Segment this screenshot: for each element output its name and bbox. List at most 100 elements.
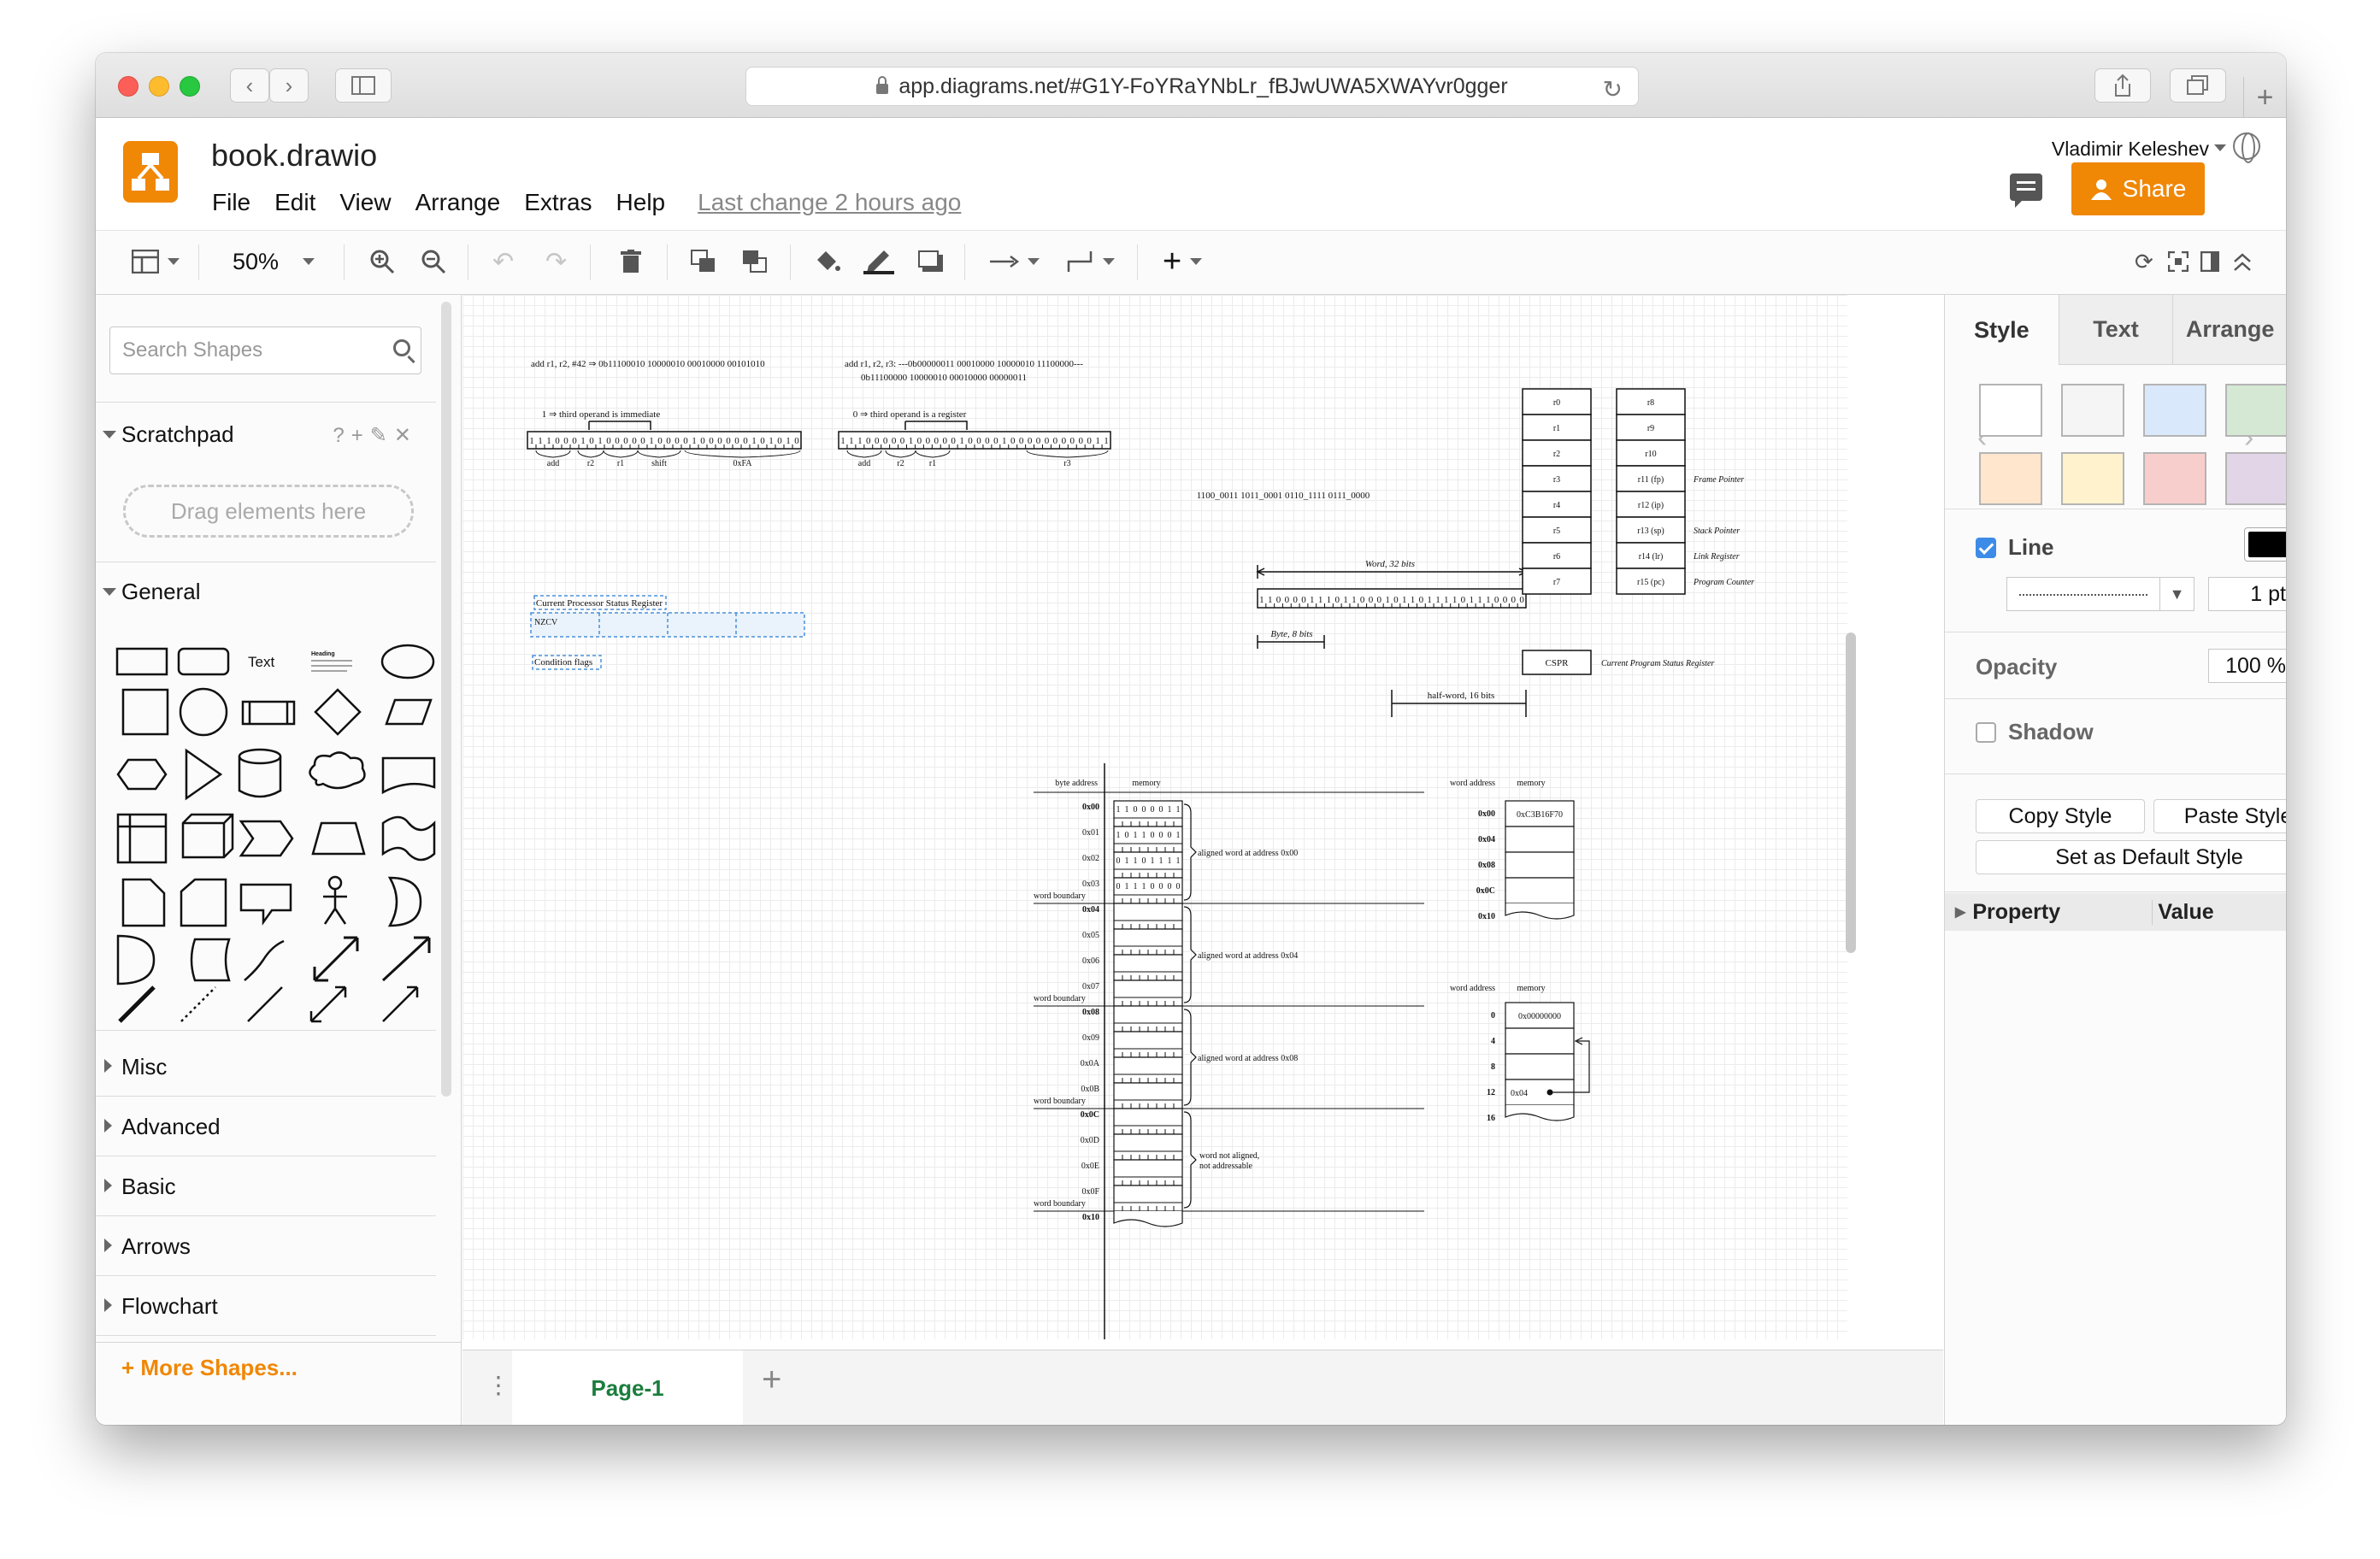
share-button[interactable]: Share: [2071, 162, 2205, 215]
file-name[interactable]: book.drawio: [211, 138, 378, 173]
section-basic[interactable]: Basic: [96, 1174, 438, 1200]
zoom-in-button[interactable]: [369, 244, 395, 279]
set-default-style-button[interactable]: Set as Default Style: [1976, 840, 2286, 874]
register-cell[interactable]: [1522, 516, 1592, 544]
menu-extras[interactable]: Extras: [524, 189, 592, 215]
aligned-word-label[interactable]: aligned word at address 0x04: [1198, 951, 1298, 961]
cspr-label[interactable]: CSPR: [1546, 658, 1570, 668]
not-aligned-label[interactable]: not addressable: [1199, 1162, 1252, 1171]
tab-style[interactable]: Style: [1945, 295, 2059, 365]
instr2-text[interactable]: add r1, r2, r3: ---0b00000011 00010000 1…: [845, 359, 1083, 369]
scratchpad-dropzone[interactable]: Drag elements here: [123, 485, 414, 538]
connection-style-button[interactable]: [990, 244, 1040, 279]
paste-style-button[interactable]: Paste Style: [2153, 799, 2286, 833]
add-page-button[interactable]: +: [762, 1361, 781, 1399]
tab-arrange[interactable]: Arrange: [2172, 295, 2286, 365]
word-cell[interactable]: [1505, 851, 1575, 879]
line-color-picker[interactable]: [2244, 527, 2286, 562]
wm1-addr-header[interactable]: word address: [1450, 779, 1495, 788]
word-cell[interactable]: [1505, 1002, 1575, 1029]
wm2-addr-header[interactable]: word address: [1450, 984, 1495, 993]
opacity-input[interactable]: 100 %▲▼: [2208, 649, 2286, 683]
register-note[interactable]: Link Register: [1693, 552, 1740, 562]
swatches-next-icon[interactable]: ›: [2244, 421, 2254, 454]
mem-memory-header[interactable]: memory: [1132, 779, 1160, 788]
cspr-box[interactable]: [1522, 650, 1592, 675]
not-aligned-label[interactable]: word not aligned,: [1199, 1151, 1259, 1161]
aligned-word-label[interactable]: aligned word at address 0x00: [1198, 849, 1298, 858]
tab-page-1[interactable]: Page-1: [512, 1350, 743, 1425]
line-pattern-select[interactable]: ▼: [2006, 577, 2194, 611]
style-swatch[interactable]: [2225, 452, 2286, 505]
format-panel-toggle[interactable]: [132, 244, 180, 279]
chevron-down-icon[interactable]: [2214, 144, 2226, 151]
menu-edit[interactable]: Edit: [274, 189, 316, 215]
word-cell[interactable]: [1505, 1027, 1575, 1055]
to-back-button[interactable]: [742, 244, 768, 279]
instr2-sub[interactable]: 0b11100000 10000010 00010000 00000011: [861, 373, 1027, 383]
menu-file[interactable]: File: [212, 189, 251, 215]
register-cell[interactable]: [1616, 516, 1686, 544]
line-color-button[interactable]: [863, 244, 894, 279]
register-cell[interactable]: [1616, 491, 1686, 518]
more-shapes-button[interactable]: + More Shapes...: [121, 1355, 298, 1380]
wm1-mem-header[interactable]: memory: [1517, 779, 1545, 788]
pointer-arrow[interactable]: [1550, 1040, 1590, 1093]
menu-view[interactable]: View: [339, 189, 392, 215]
menu-help[interactable]: Help: [616, 189, 666, 215]
cpsr-flags[interactable]: NZCV: [534, 618, 558, 627]
collapse-header-button[interactable]: [2233, 244, 2252, 279]
expand-caret-icon[interactable]: ▶: [1955, 905, 1966, 920]
section-arrows[interactable]: Arrows: [96, 1233, 438, 1260]
register-cell[interactable]: [1522, 388, 1592, 415]
word-hex-text[interactable]: 1100_0011 1011_0001 0110_1111 0111_0000: [1197, 491, 1370, 501]
register-cell[interactable]: [1522, 465, 1592, 492]
scratchpad-tools[interactable]: ?+✎✕: [333, 424, 418, 447]
mem-byte-address-header[interactable]: byte address: [1055, 779, 1098, 788]
register-cell[interactable]: [1522, 568, 1592, 595]
line-width-input[interactable]: 1 pt▲▼: [2208, 577, 2286, 611]
style-swatch[interactable]: [1979, 452, 2042, 505]
style-swatch[interactable]: [2143, 452, 2206, 505]
sidebar-toggle-button[interactable]: [335, 68, 392, 103]
insert-button[interactable]: +: [1163, 244, 1203, 279]
style-swatch[interactable]: [2225, 384, 2286, 437]
line-checkbox[interactable]: [1976, 538, 1996, 558]
register-note[interactable]: Frame Pointer: [1693, 475, 1744, 485]
aligned-word-label[interactable]: aligned word at address 0x08: [1198, 1054, 1298, 1063]
shape-text[interactable]: Text: [248, 654, 274, 670]
style-swatch[interactable]: [2143, 384, 2206, 437]
zoom-window-button[interactable]: [180, 76, 200, 97]
canvas-vertical-scrollbar[interactable]: [1846, 632, 1856, 953]
word-cell[interactable]: [1505, 800, 1575, 827]
forward-button[interactable]: ›: [269, 68, 309, 103]
word-label[interactable]: Word, 32 bits: [1365, 559, 1415, 569]
section-scratchpad[interactable]: Scratchpad: [96, 421, 438, 448]
section-flowchart[interactable]: Flowchart: [96, 1293, 438, 1320]
search-icon[interactable]: [393, 339, 410, 356]
register-cell[interactable]: [1522, 439, 1592, 467]
register-cell[interactable]: [1616, 542, 1686, 569]
sidebar-scrollbar[interactable]: [441, 302, 451, 1097]
last-change-link[interactable]: Last change 2 hours ago: [698, 189, 962, 215]
undo-button[interactable]: ↶: [492, 244, 514, 279]
chevron-left-icon[interactable]: ‹: [1977, 421, 1988, 454]
style-swatch[interactable]: [1979, 384, 2042, 437]
pages-menu-icon[interactable]: ⋮: [486, 1372, 510, 1398]
register-cell[interactable]: [1522, 414, 1592, 441]
condition-flags-label[interactable]: Condition flags: [534, 657, 592, 668]
back-button[interactable]: ‹: [230, 68, 269, 103]
section-general[interactable]: General: [96, 579, 438, 605]
new-tab-button[interactable]: +: [2243, 77, 2286, 118]
section-advanced[interactable]: Advanced: [96, 1114, 438, 1140]
byte-label[interactable]: Byte, 8 bits: [1270, 629, 1312, 639]
sync-button[interactable]: ⟳: [2135, 244, 2153, 279]
register-note[interactable]: Stack Pointer: [1694, 527, 1740, 536]
instr1-text[interactable]: add r1, r2, #42 ⇒ 0b11100010 10000010 00…: [531, 359, 765, 369]
shadow-button[interactable]: [918, 244, 944, 279]
format-toggle-button[interactable]: [2200, 244, 2219, 279]
